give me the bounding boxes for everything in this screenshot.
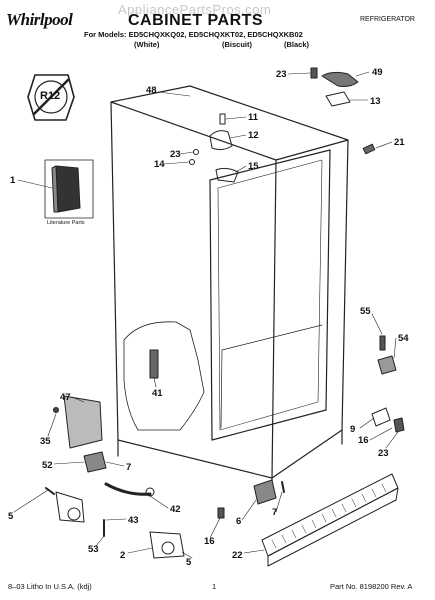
r12-badge-label: R12 bbox=[40, 90, 61, 102]
roller-assembly-left bbox=[45, 487, 85, 523]
rear-clip-21 bbox=[362, 143, 376, 155]
callout-7a: 7 bbox=[126, 462, 132, 473]
drain-tube-41 bbox=[149, 349, 159, 379]
callout-47: 47 bbox=[60, 392, 71, 403]
top-hinge-cover bbox=[321, 71, 359, 107]
wiring-cover-47 bbox=[53, 395, 103, 449]
callout-5a: 5 bbox=[8, 511, 14, 522]
callout-52: 52 bbox=[42, 460, 53, 471]
screw-23-top bbox=[310, 67, 318, 79]
callout-16b: 16 bbox=[204, 536, 215, 547]
appliance-category: REFRIGERATOR bbox=[360, 16, 415, 23]
literature-parts-label: Literature Parts bbox=[47, 220, 85, 226]
cabinet-body bbox=[110, 85, 349, 493]
callout-55: 55 bbox=[360, 306, 371, 317]
drain-tube-42 bbox=[104, 482, 155, 497]
callout-7b: 7 bbox=[272, 507, 278, 518]
literature-booklet-icon bbox=[44, 159, 94, 219]
callout-2: 2 bbox=[120, 550, 126, 561]
r12-badge bbox=[27, 74, 75, 121]
callout-13: 13 bbox=[370, 96, 381, 107]
callout-23a: 23 bbox=[276, 69, 287, 80]
roller-assembly-front bbox=[149, 531, 185, 559]
callout-49: 49 bbox=[372, 67, 383, 78]
callout-35: 35 bbox=[40, 436, 51, 447]
leveler-55-54 bbox=[377, 335, 397, 375]
toe-grille-22 bbox=[261, 473, 399, 567]
watermark: AppliancePartsPros.com bbox=[118, 2, 272, 17]
callout-12: 12 bbox=[248, 130, 259, 141]
whirlpool-logo: Whirlpool bbox=[6, 10, 73, 29]
callout-15: 15 bbox=[248, 161, 259, 172]
color-black: (Black) bbox=[284, 40, 310, 49]
callout-1: 1 bbox=[10, 175, 16, 186]
callout-16a: 16 bbox=[358, 435, 369, 446]
callout-6: 6 bbox=[236, 516, 242, 527]
footer-part-number: Part No. 8198200 Rev. A bbox=[330, 582, 413, 591]
page-title: CABINET PARTS bbox=[128, 12, 264, 29]
models-line: For Models: ED5CHQXKQ02, ED5CHQXKT02, ED… bbox=[84, 30, 303, 39]
callout-48: 48 bbox=[146, 85, 157, 96]
callout-43: 43 bbox=[128, 515, 139, 526]
hinge-bracket-9 bbox=[371, 407, 405, 433]
callout-54: 54 bbox=[398, 333, 409, 344]
footer-page-number: 1 bbox=[212, 582, 217, 591]
callout-22: 22 bbox=[232, 550, 243, 561]
color-biscuit: (Biscuit) bbox=[222, 40, 252, 49]
callout-23c: 23 bbox=[378, 448, 389, 459]
callout-21: 21 bbox=[394, 137, 405, 148]
callout-53: 53 bbox=[88, 544, 99, 555]
callout-9: 9 bbox=[350, 424, 356, 435]
clip-16 bbox=[217, 507, 225, 519]
footer-litho: 8–03 Litho In U.S.A. (kdj) bbox=[8, 582, 92, 591]
callout-5b: 5 bbox=[186, 557, 192, 568]
callout-42: 42 bbox=[170, 504, 181, 515]
callout-41: 41 bbox=[152, 388, 163, 399]
color-white: (White) bbox=[134, 40, 160, 49]
leader-lines bbox=[13, 71, 399, 559]
bracket-52 bbox=[83, 451, 107, 473]
center-hinge-parts bbox=[189, 113, 239, 183]
callout-14: 14 bbox=[154, 159, 165, 170]
bracket-6 bbox=[253, 479, 285, 505]
callout-23b: 23 bbox=[170, 149, 181, 160]
callout-11: 11 bbox=[248, 112, 259, 123]
